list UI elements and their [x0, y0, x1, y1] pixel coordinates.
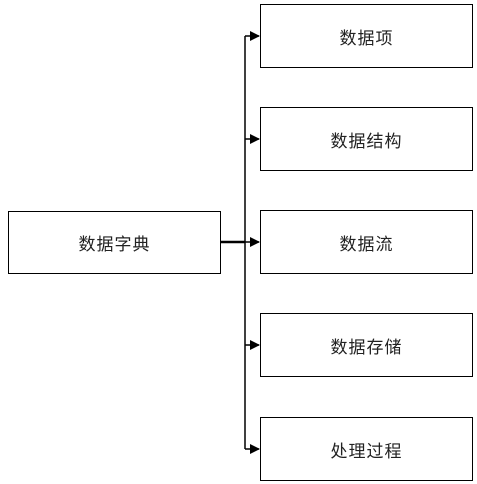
child-node-label: 数据结构 — [330, 131, 403, 152]
child-node-label: 数据项 — [339, 28, 394, 49]
child-node-label: 处理过程 — [330, 441, 403, 462]
child-node-data-flow: 数据流 — [260, 210, 473, 274]
child-node-data-structure: 数据结构 — [260, 107, 473, 171]
child-node-label: 数据流 — [339, 234, 394, 255]
root-node-data-dictionary: 数据字典 — [8, 211, 221, 274]
root-node-label: 数据字典 — [78, 235, 151, 255]
child-node-process: 处理过程 — [260, 417, 473, 481]
child-node-data-storage: 数据存储 — [260, 313, 473, 377]
child-node-label: 数据存储 — [330, 337, 403, 358]
child-node-data-item: 数据项 — [260, 4, 473, 68]
